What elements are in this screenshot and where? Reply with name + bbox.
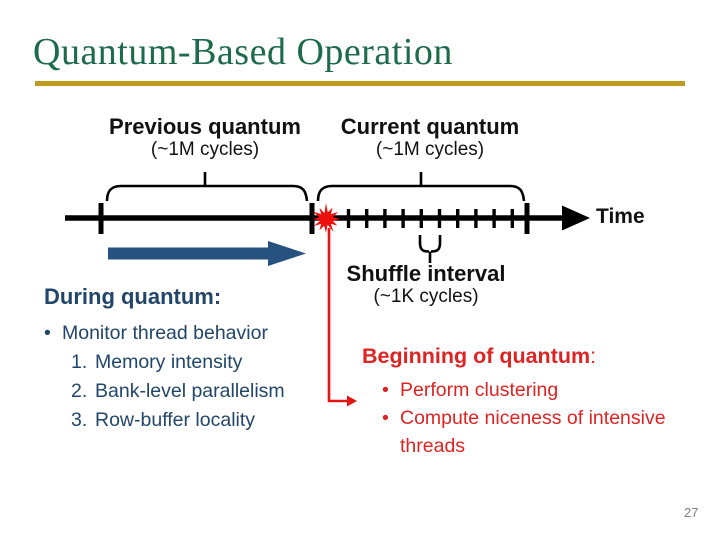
- page-title: Quantum-Based Operation: [33, 31, 453, 73]
- number-marker: 3.: [71, 409, 88, 431]
- time-axis-label: Time: [596, 205, 645, 228]
- title-underline: [35, 81, 685, 86]
- heading-colon: :: [590, 344, 597, 368]
- shuffle-interval-label: Shuffle interval (~1K cycles): [337, 261, 515, 308]
- time-axis-arrow: [65, 205, 590, 231]
- current-quantum-title: Current quantum: [340, 114, 520, 139]
- number-marker: 1.: [71, 351, 88, 373]
- list-item: 3. Row-buffer locality: [44, 406, 324, 435]
- shuffle-interval-title: Shuffle interval: [346, 261, 506, 286]
- shuffle-interval-brace: [418, 235, 442, 263]
- list-item: 2. Bank-level parallelism: [44, 377, 324, 406]
- current-quantum-label: Current quantum (~1M cycles): [318, 114, 542, 161]
- list-item-text: Row-buffer locality: [95, 409, 256, 431]
- during-quantum-arrow: [108, 241, 306, 266]
- previous-quantum-cycles: (~1M cycles): [150, 139, 260, 160]
- list-item: • Perform clustering: [382, 376, 692, 404]
- list-item-text: Bank-level parallelism: [95, 380, 285, 402]
- previous-quantum-brace: [105, 172, 309, 202]
- during-quantum-section: During quantum: • Monitor thread behavio…: [44, 284, 324, 435]
- list-item: 1. Memory intensity: [44, 348, 324, 377]
- major-tick-marks: [98, 203, 530, 234]
- beginning-of-quantum-heading: Beginning of quantum:: [362, 344, 692, 369]
- heading-text: Beginning of quantum: [362, 344, 591, 368]
- list-item-text: Memory intensity: [95, 351, 243, 373]
- bullet-marker: •: [382, 407, 389, 429]
- starburst-icon: [313, 203, 340, 233]
- shuffle-interval-cycles: (~1K cycles): [373, 286, 479, 307]
- during-quantum-heading: During quantum:: [44, 284, 222, 309]
- minor-tick-marks: [346, 209, 514, 228]
- list-item-text: Compute niceness of intensive threads: [400, 407, 666, 457]
- page-number: 27: [684, 505, 699, 520]
- bullet-marker: •: [382, 379, 389, 401]
- current-quantum-brace: [316, 172, 526, 202]
- connector-arrow: [327, 228, 357, 407]
- number-marker: 2.: [71, 380, 88, 402]
- list-item-text: Perform clustering: [400, 379, 559, 401]
- previous-quantum-title: Previous quantum: [109, 114, 301, 139]
- current-quantum-cycles: (~1M cycles): [375, 139, 485, 160]
- beginning-of-quantum-list: • Perform clustering • Compute niceness …: [362, 376, 692, 460]
- beginning-of-quantum-section: Beginning of quantum: • Perform clusteri…: [362, 344, 692, 460]
- list-item: • Compute niceness of intensive threads: [382, 404, 692, 460]
- previous-quantum-label: Previous quantum (~1M cycles): [75, 114, 335, 161]
- list-item: • Monitor thread behavior: [44, 319, 324, 348]
- list-item-text: Monitor thread behavior: [62, 322, 268, 344]
- bullet-marker: •: [44, 322, 51, 344]
